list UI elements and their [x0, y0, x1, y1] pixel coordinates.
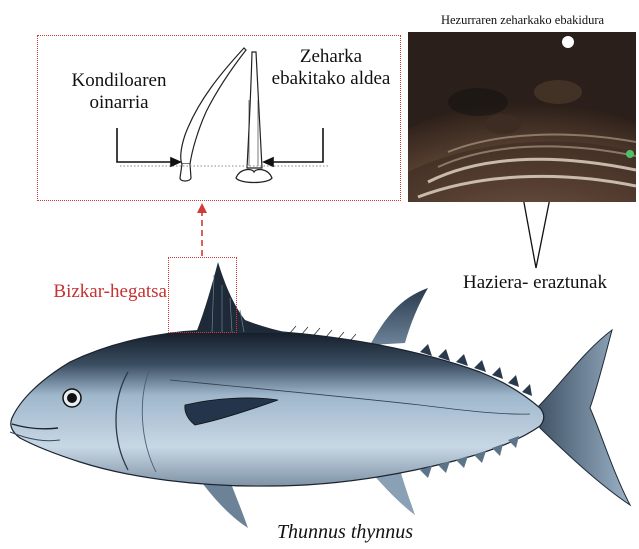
- fin-to-inset-arrow: [197, 203, 207, 256]
- bone-section-photo: [408, 32, 636, 202]
- cross-section-area-label: Zeharka ebakitako aldea: [266, 46, 396, 90]
- tail-fin-shape: [535, 330, 630, 505]
- second-dorsal-fin-shape: [370, 288, 428, 345]
- condyle-base-label: Kondiloaren oinarria: [60, 70, 178, 114]
- dorsal-fin-label: Bizkar-hegatsa: [37, 281, 167, 303]
- bone-cross-section-title: Hezurraren zeharkako ebakidura: [410, 9, 635, 31]
- dorsal-fin-dotted-frame: [168, 257, 237, 333]
- species-name-caption: Thunnus thynnus: [230, 521, 460, 543]
- growth-rings-label: Haziera- eraztunak: [463, 272, 639, 294]
